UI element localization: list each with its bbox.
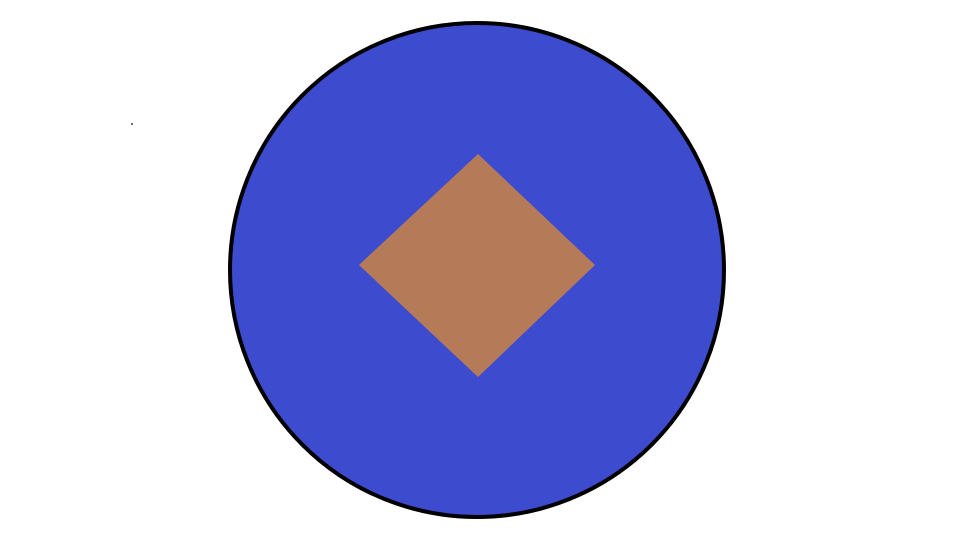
tan-diamond — [359, 154, 595, 377]
small-dot — [131, 123, 133, 125]
